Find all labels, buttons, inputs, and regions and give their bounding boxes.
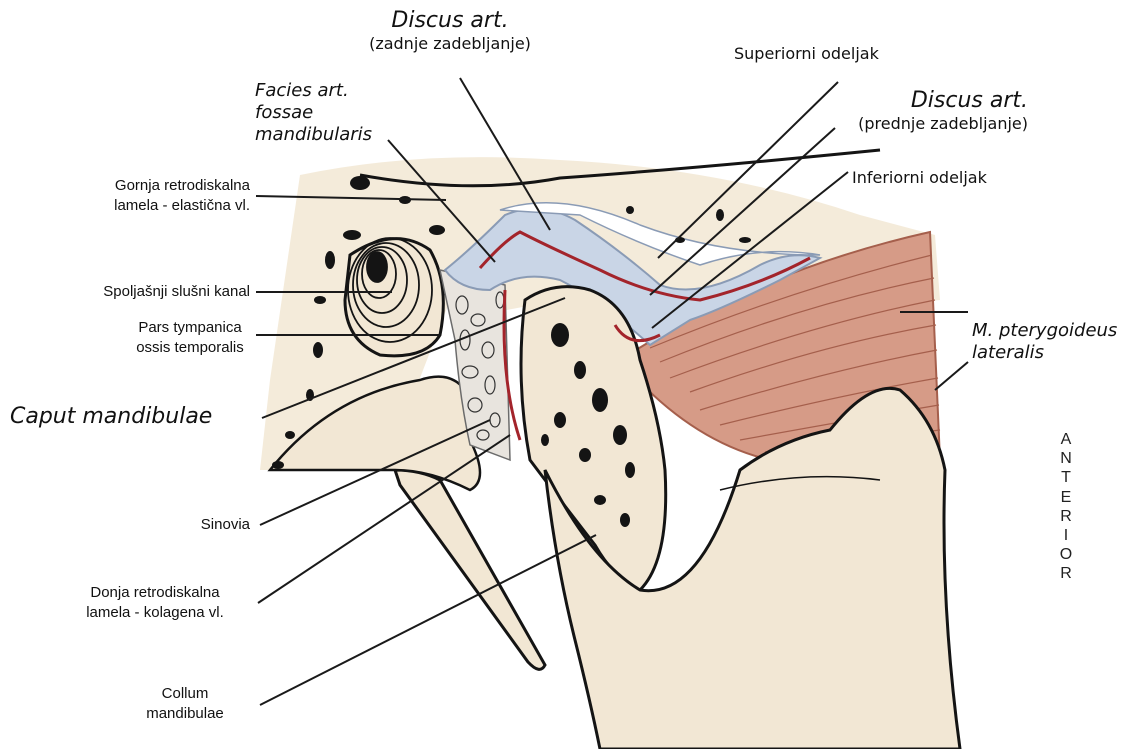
label-facies-2: fossae <box>255 102 372 124</box>
label-donja: Donja retrodiskalna lamela - kolagena vl… <box>55 583 255 623</box>
label-gornja: Gornja retrodiskalna lamela - elastična … <box>40 176 250 216</box>
label-discus-anterior-title: Discus art. <box>840 88 1028 114</box>
label-collum-1: Collum <box>115 684 255 704</box>
label-superiorni: Superiorni odeljak <box>734 44 879 64</box>
anterior-letter: I <box>1057 526 1075 545</box>
label-caput: Caput mandibulae <box>10 404 212 430</box>
label-sinovia: Sinovia <box>150 515 250 535</box>
anterior-letter: N <box>1057 449 1075 468</box>
label-gornja-1: Gornja retrodiskalna <box>40 176 250 196</box>
label-discus-posterior: Discus art. (zadnje zadebljanje) <box>360 8 540 54</box>
label-discus-anterior-sub: (prednje zadebljanje) <box>840 114 1028 134</box>
label-gornja-2: lamela - elastična vl. <box>40 196 250 216</box>
anterior-letter: E <box>1057 488 1075 507</box>
label-pterygoideus: M. pterygoideus lateralis <box>972 320 1117 364</box>
label-collum-2: mandibulae <box>115 704 255 724</box>
label-pars-1: Pars tympanica <box>110 318 270 338</box>
label-discus-posterior-title: Discus art. <box>360 8 540 34</box>
anterior-letter: O <box>1057 545 1075 564</box>
label-facies-1: Facies art. <box>255 80 372 102</box>
label-pterygoideus-2: lateralis <box>972 342 1117 364</box>
anterior-letter: T <box>1057 468 1075 487</box>
label-pars: Pars tympanica ossis temporalis <box>110 318 270 358</box>
styloid-process <box>395 470 545 669</box>
label-facies: Facies art. fossae mandibularis <box>255 80 372 146</box>
label-discus-anterior: Discus art. (prednje zadebljanje) <box>840 88 1028 134</box>
label-facies-3: mandibularis <box>255 124 372 146</box>
label-spoljasnji: Spoljašnji slušni kanal <box>40 282 250 302</box>
label-collum: Collum mandibulae <box>115 684 255 724</box>
anterior-letter: A <box>1057 430 1075 449</box>
label-donja-1: Donja retrodiskalna <box>55 583 255 603</box>
label-donja-2: lamela - kolagena vl. <box>55 603 255 623</box>
anterior-letter: R <box>1057 564 1075 583</box>
label-inferiorni: Inferiorni odeljak <box>852 168 987 188</box>
anterior-letter: R <box>1057 507 1075 526</box>
label-pterygoideus-1: M. pterygoideus <box>972 320 1117 342</box>
label-pars-2: ossis temporalis <box>110 338 270 358</box>
label-discus-posterior-sub: (zadnje zadebljanje) <box>360 34 540 54</box>
